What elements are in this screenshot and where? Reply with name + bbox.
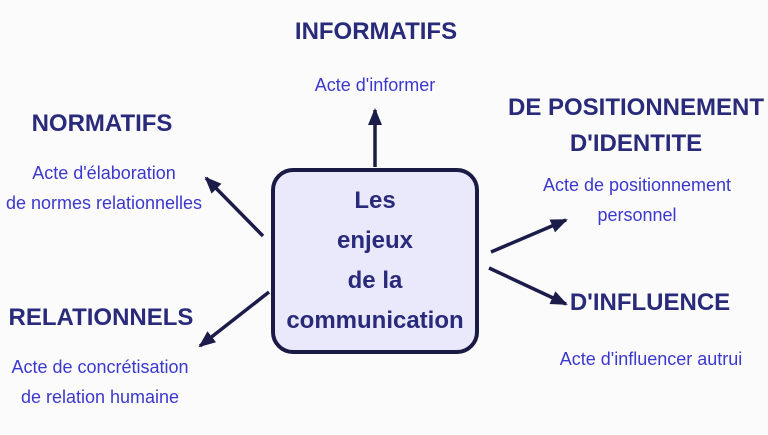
title-line: D'IDENTITE	[569, 130, 703, 157]
title-line: DE POSITIONNEMENT	[507, 94, 765, 121]
node-title-relationnels: RELATIONNELS	[8, 304, 194, 331]
node-subtitle-relationnels: Acte de concrétisation de relation humai…	[11, 352, 188, 412]
center-box-line: enjeux	[336, 227, 414, 254]
node-subtitle-informatifs: Acte d'informer	[315, 70, 435, 100]
arrow-normatifs	[204, 176, 265, 238]
subtitle-line: Acte d'influencer autrui	[559, 349, 743, 369]
center-box-line: communication	[286, 307, 464, 334]
node-title-influence: D'INFLUENCE	[569, 289, 731, 316]
center-box: Les enjeux de la communication	[271, 168, 479, 354]
node-subtitle-positionnement: Acte de positionnement personnel	[543, 170, 731, 230]
subtitle-line: personnel	[597, 205, 677, 225]
arrow-influence	[488, 266, 568, 306]
node-title-informatifs: INFORMATIFS	[294, 18, 458, 45]
node-subtitle-influence: Acte d'influencer autrui	[560, 344, 743, 374]
node-subtitle-normatifs: Acte d'élaboration de normes relationnel…	[6, 158, 202, 218]
node-title-positionnement: DE POSITIONNEMENT D'IDENTITE	[508, 90, 764, 162]
arrow-relationnels	[198, 290, 271, 348]
center-box-line: Les	[354, 187, 396, 214]
subtitle-line: Acte de positionnement	[542, 175, 732, 195]
node-title-normatifs: NORMATIFS	[31, 110, 173, 137]
subtitle-line: Acte de concrétisation	[11, 357, 189, 377]
subtitle-line: Acte d'informer	[314, 75, 436, 95]
subtitle-line: de relation humaine	[20, 387, 180, 407]
subtitle-line: Acte d'élaboration	[32, 163, 176, 183]
subtitle-line: de normes relationnelles	[5, 193, 203, 213]
center-box-line: de la	[347, 267, 403, 294]
